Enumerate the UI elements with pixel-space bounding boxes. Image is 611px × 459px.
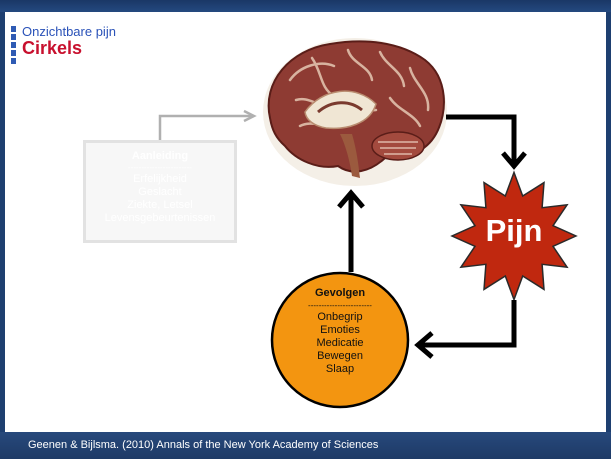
effects-item: Emoties [320, 324, 360, 336]
title-bullet-icon [11, 26, 17, 64]
pain-label: Pijn [485, 213, 543, 248]
effects-separator: ------------------------ [308, 301, 372, 310]
cause-box: Aanleiding ------------------------ Erfe… [83, 140, 237, 243]
effects-item: Medicatie [316, 337, 364, 349]
cause-heading: Aanleiding [131, 150, 189, 162]
footer: Geenen & Bijlsma. (2010) Annals of the N… [0, 432, 611, 459]
arrow-pain-to-effects [414, 300, 517, 359]
effects-heading: Gevolgen [314, 287, 366, 299]
effects-circle [270, 271, 410, 409]
cause-item: Levensgebeurtenissen [104, 212, 216, 224]
cause-separator: ------------------------ [128, 163, 192, 172]
cause-connector-arrow [158, 109, 257, 141]
arrow-effects-to-brain [337, 189, 365, 272]
pain-starburst-icon [450, 170, 578, 302]
cause-item: Ziekte, Letsel [127, 199, 193, 211]
slide-subtitle: Onzichtbare pijn [22, 24, 116, 39]
effects-item: Onbegrip [317, 311, 363, 323]
slide-title: Cirkels [22, 38, 83, 58]
effects-item: Bewegen [317, 350, 363, 362]
cause-item: Geslacht [138, 186, 182, 198]
top-band [0, 0, 611, 12]
brain-icon [263, 38, 447, 186]
effects-text: Gevolgen ------------------------ Onbegr… [270, 271, 410, 408]
arrow-brain-to-pain [446, 114, 527, 170]
cause-item: Erfelijkheid [133, 173, 187, 185]
effects-item: Slaap [325, 363, 355, 375]
footer-citation: Geenen & Bijlsma. (2010) Annals of the N… [28, 439, 379, 451]
